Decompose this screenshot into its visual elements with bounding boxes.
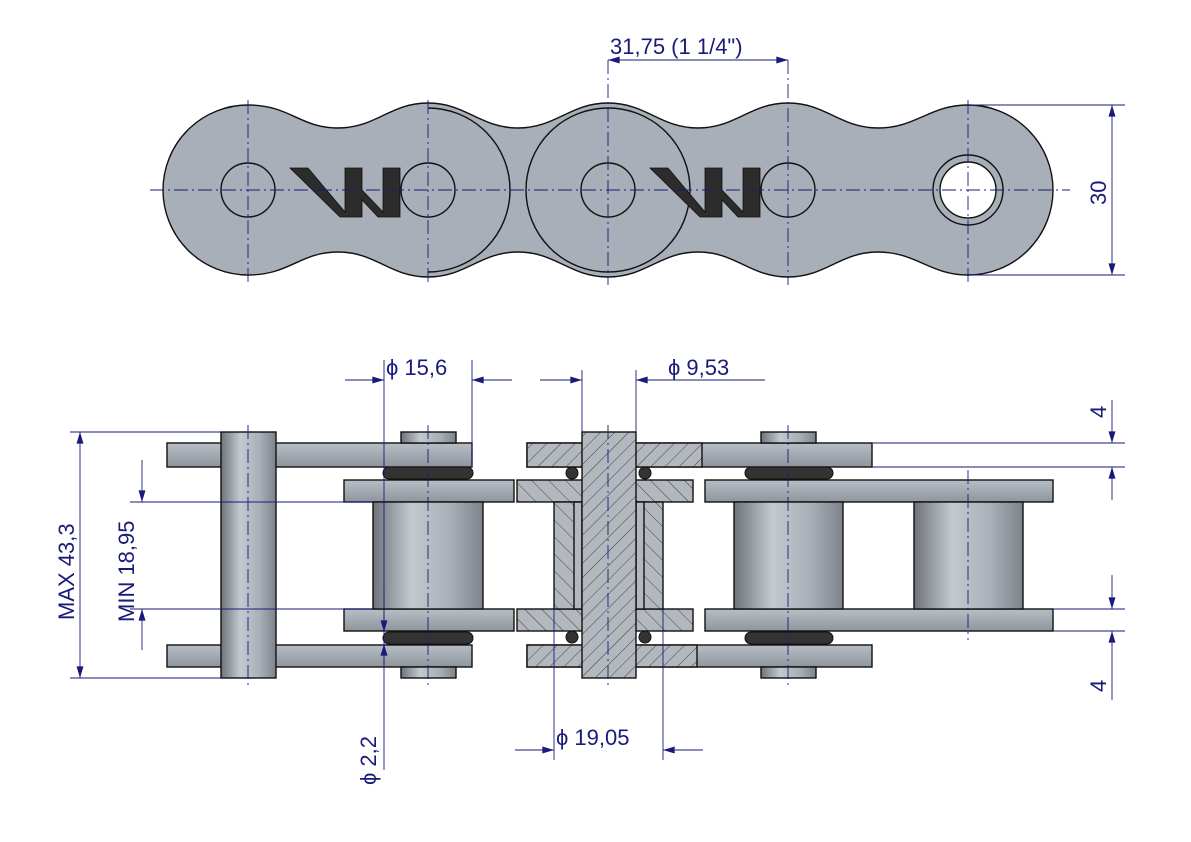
min-inner-width-dimension: MIN 18,95	[114, 521, 139, 623]
pin-end	[400, 431, 457, 444]
roller	[913, 501, 1024, 610]
plate-thickness-top: 4	[1086, 406, 1111, 418]
plate-thickness-bottom: 4	[1086, 680, 1111, 692]
section-cut	[516, 431, 703, 679]
outer-plate	[166, 442, 473, 468]
o-rings	[382, 466, 834, 645]
roller	[733, 501, 844, 610]
logo-w	[289, 167, 761, 218]
inner-plate	[343, 479, 515, 503]
pin-end	[760, 431, 817, 444]
pin-diameter-dimension: ϕ 15,6	[386, 355, 447, 380]
inner-plate	[704, 608, 1054, 632]
outer-plate	[166, 644, 473, 668]
pin	[220, 431, 277, 679]
plate-height-dimension: 30	[1086, 181, 1111, 205]
side-centerlines	[247, 425, 969, 685]
inner-plate	[704, 479, 1054, 503]
chain-top-view: 31,75 (1 1/4") 30	[150, 34, 1125, 285]
oring-diameter-dimension: ϕ 2,2	[356, 736, 381, 785]
pin-centerlines	[247, 60, 969, 285]
inner-plate	[343, 608, 515, 632]
chain-side-view: ϕ 15,6 ϕ 9,53 ϕ 19,05 ϕ 2,2 MAX 43,3 MIN…	[54, 355, 1125, 785]
bushing-diameter-dimension: ϕ 9,53	[668, 355, 729, 380]
pitch-dimension: 31,75 (1 1/4")	[610, 34, 743, 59]
pin-end	[760, 666, 817, 679]
max-width-dimension: MAX 43,3	[54, 523, 79, 620]
roller-diameter-dimension: ϕ 19,05	[556, 725, 630, 750]
inner-plate-edge	[427, 107, 511, 273]
pin-end	[400, 666, 457, 679]
